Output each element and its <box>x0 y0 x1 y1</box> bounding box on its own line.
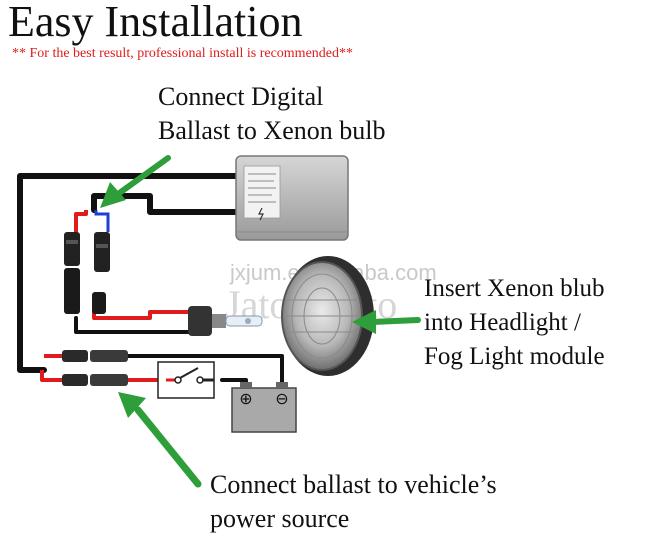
callout-bulb-to-headlight-line-1: Insert Xenon blub <box>424 275 605 302</box>
ballast-icon <box>235 155 349 241</box>
xenon-bulb-icon <box>188 306 263 336</box>
connector-icon <box>64 232 110 314</box>
callout-bulb-to-headlight-line-3: Fog Light module <box>424 343 605 370</box>
red-wiring <box>40 210 196 382</box>
install-disclaimer: ** For the best result, professional ins… <box>12 46 353 61</box>
power-lead-connectors <box>62 350 128 386</box>
blue-wire <box>94 210 110 232</box>
switch-icon <box>157 361 215 399</box>
battery-negative-icon: ⊖ <box>275 389 288 408</box>
page-title: Easy Installation <box>8 0 303 46</box>
battery-positive-icon: ⊕ <box>239 389 252 408</box>
callout-bulb-to-headlight: Insert Xenon blub into Headlight / Fog L… <box>424 272 605 374</box>
callout-power-source-line-2: power source <box>210 504 350 533</box>
callout-ballast-to-bulb: Connect Digital Ballast to Xenon bulb <box>158 80 385 148</box>
headlight-icon <box>281 256 374 376</box>
callout-bulb-to-headlight-line-2: into Headlight / <box>424 309 581 336</box>
arrow-icon <box>100 155 421 488</box>
callout-power-source-line-1: Connect ballast to vehicle’s <box>210 470 497 499</box>
callout-ballast-to-bulb-line-1: Connect Digital <box>158 82 324 111</box>
callout-power-source: Connect ballast to vehicle’s power sourc… <box>210 468 497 536</box>
callout-ballast-to-bulb-line-2: Ballast to Xenon bulb <box>158 116 386 145</box>
battery-icon: ⊕ ⊖ <box>231 382 297 433</box>
